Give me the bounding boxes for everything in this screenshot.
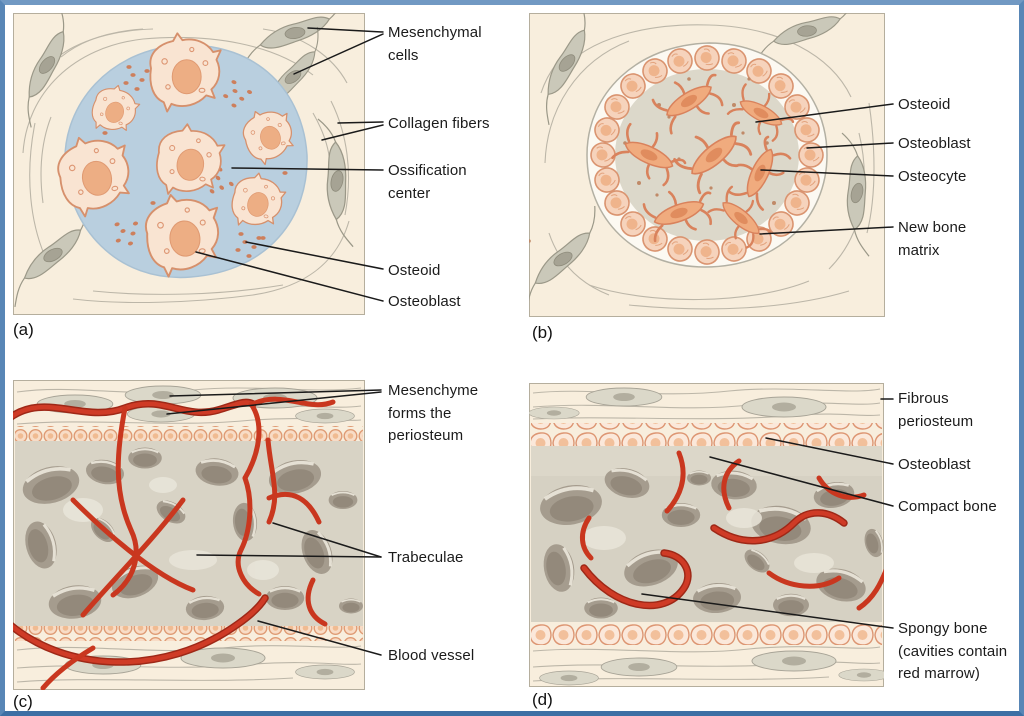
label-osteoblast-a: Osteoblast bbox=[388, 293, 461, 310]
label-osteoblast-d: Osteoblast bbox=[898, 456, 971, 473]
label-spongy-bone: Spongy bone (cavities contain red marrow… bbox=[898, 620, 1008, 682]
label-mesenchyme-periosteum: Mesenchyme forms the periosteum bbox=[388, 382, 479, 444]
osteoblast-row-bottom bbox=[531, 622, 882, 645]
label-osteoid-b: Osteoid bbox=[898, 96, 951, 113]
label-collagen-fibers: Collagen fibers bbox=[388, 115, 490, 132]
label-osteoblast-b: Osteoblast bbox=[898, 135, 971, 152]
label-ossification-center: Ossification center bbox=[388, 162, 467, 202]
spongy-highlights-art bbox=[582, 508, 834, 573]
compact-bone-art bbox=[531, 446, 882, 476]
label-new-bone-matrix: New bone matrix bbox=[898, 219, 967, 259]
label-blood-vessel: Blood vessel bbox=[388, 647, 475, 664]
panel-c-illustration bbox=[13, 380, 365, 690]
label-fibrous-periosteum: Fibrous periosteum bbox=[898, 390, 974, 430]
label-mesenchymal-cells: Mesenchymal cells bbox=[388, 24, 482, 64]
panel-letter-a: (a) bbox=[13, 320, 34, 339]
label-osteoid-a: Osteoid bbox=[388, 262, 441, 279]
label-trabeculae: Trabeculae bbox=[388, 549, 464, 566]
label-osteocyte: Osteocyte bbox=[898, 168, 967, 185]
panel-letter-b: (b) bbox=[532, 323, 553, 342]
panel-b-illustration bbox=[529, 13, 885, 317]
osteoblast-row-top bbox=[531, 423, 882, 446]
panel-a-illustration bbox=[13, 13, 365, 315]
periosteum-cell-row-bottom bbox=[15, 626, 363, 641]
periosteum-cell-row-top bbox=[15, 426, 363, 441]
panel-letter-c: (c) bbox=[13, 692, 33, 711]
panel-letter-d: (d) bbox=[532, 690, 553, 709]
panel-d-illustration bbox=[529, 383, 884, 687]
matrix-dots-art bbox=[529, 77, 776, 243]
collagen-fibers-art bbox=[540, 24, 875, 310]
label-compact-bone: Compact bone bbox=[898, 498, 997, 515]
